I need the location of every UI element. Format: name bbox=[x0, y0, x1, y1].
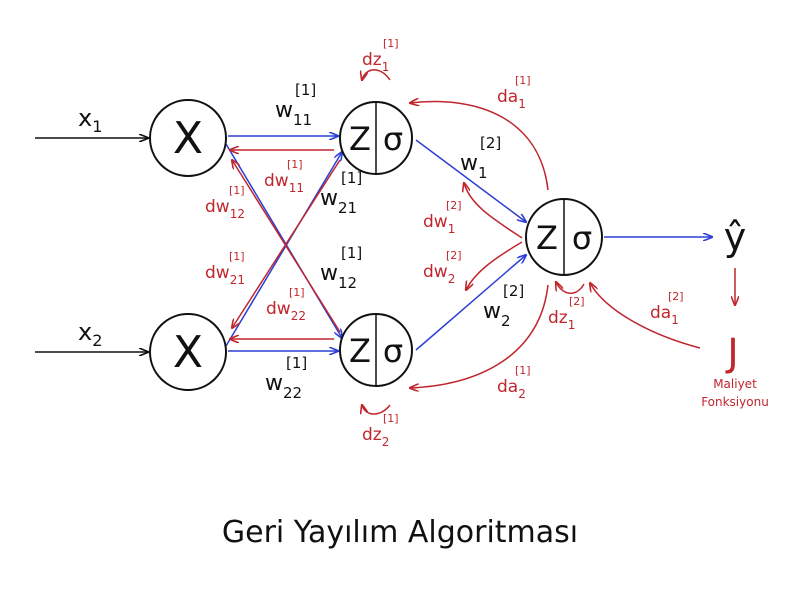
grad-out-h2 bbox=[410, 284, 549, 388]
cost-function-j: J bbox=[725, 331, 738, 375]
grad-dw1-2 bbox=[464, 183, 523, 239]
cost-caption-line2: Fonksiyonu bbox=[701, 395, 769, 409]
weight-w12-1: w12[1] bbox=[320, 244, 362, 292]
input-label-x1: x1 bbox=[78, 104, 102, 136]
weight-w2-2: w2[2] bbox=[483, 282, 524, 330]
grad-h1-x2 bbox=[232, 159, 341, 328]
backward-connections bbox=[230, 69, 735, 415]
input-label-x2: x2 bbox=[78, 318, 102, 350]
input-node-2: X bbox=[149, 313, 227, 391]
grad-label-dw22-1: dw22[1] bbox=[266, 286, 306, 323]
edge-h2-out bbox=[415, 255, 526, 351]
input-node-1-symbol: X bbox=[173, 113, 203, 164]
grad-label-da2-1: da2[1] bbox=[497, 364, 531, 401]
grad-dw2-2 bbox=[466, 241, 523, 290]
output-yhat: ŷ bbox=[724, 215, 747, 259]
output-neuron: Z σ bbox=[525, 198, 603, 276]
loop-dz1-1 bbox=[362, 69, 391, 80]
grad-label-da1-1: da1[1] bbox=[497, 74, 531, 111]
hidden-neuron-1-sigma: σ bbox=[383, 120, 403, 158]
hidden-neuron-1: Z σ bbox=[339, 101, 413, 175]
loop-dz1-2 bbox=[556, 282, 585, 294]
grad-label-dw12-1: dw12[1] bbox=[205, 184, 245, 221]
weight-w22-1: w22[1] bbox=[265, 354, 307, 402]
grad-h2-x1 bbox=[232, 160, 341, 333]
grad-label-dz1-2: dz1[2] bbox=[548, 295, 585, 332]
cost-caption-line1: Maliyet bbox=[713, 377, 757, 391]
weight-w11-1: w11[1] bbox=[275, 81, 316, 129]
grad-label-da1-2: da1[2] bbox=[650, 290, 684, 327]
hidden-neuron-2-sigma: σ bbox=[383, 332, 403, 370]
grad-label-dz2-1: dz2[1] bbox=[362, 412, 399, 449]
grad-label-dw11-1: dw11[1] bbox=[264, 158, 304, 195]
hidden-neuron-1-z: Z bbox=[349, 120, 371, 158]
weight-w21-1: w21[1] bbox=[320, 169, 362, 217]
grad-out-h1 bbox=[410, 102, 549, 191]
edge-x2-h1 bbox=[225, 152, 342, 347]
hidden-neuron-2: Z σ bbox=[339, 313, 413, 387]
hidden-neuron-2-z: Z bbox=[349, 332, 371, 370]
input-node-1: X bbox=[149, 99, 227, 177]
output-neuron-z: Z bbox=[536, 219, 558, 257]
weight-w1-2: w1[2] bbox=[460, 134, 501, 182]
grad-label-dz1-1: dz1[1] bbox=[362, 37, 399, 74]
loop-dz2-1 bbox=[362, 405, 391, 415]
grad-label-dw21-1: dw21[1] bbox=[205, 250, 245, 287]
grad-j-out bbox=[590, 283, 701, 349]
output-neuron-sigma: σ bbox=[572, 219, 592, 257]
grad-label-dw1-2: dw1[2] bbox=[423, 199, 462, 236]
diagram-caption: Geri Yayılım Algoritması bbox=[221, 515, 579, 550]
input-node-2-symbol: X bbox=[173, 327, 203, 378]
edge-h1-out bbox=[415, 139, 526, 222]
grad-label-dw2-2: dw2[2] bbox=[423, 249, 462, 286]
